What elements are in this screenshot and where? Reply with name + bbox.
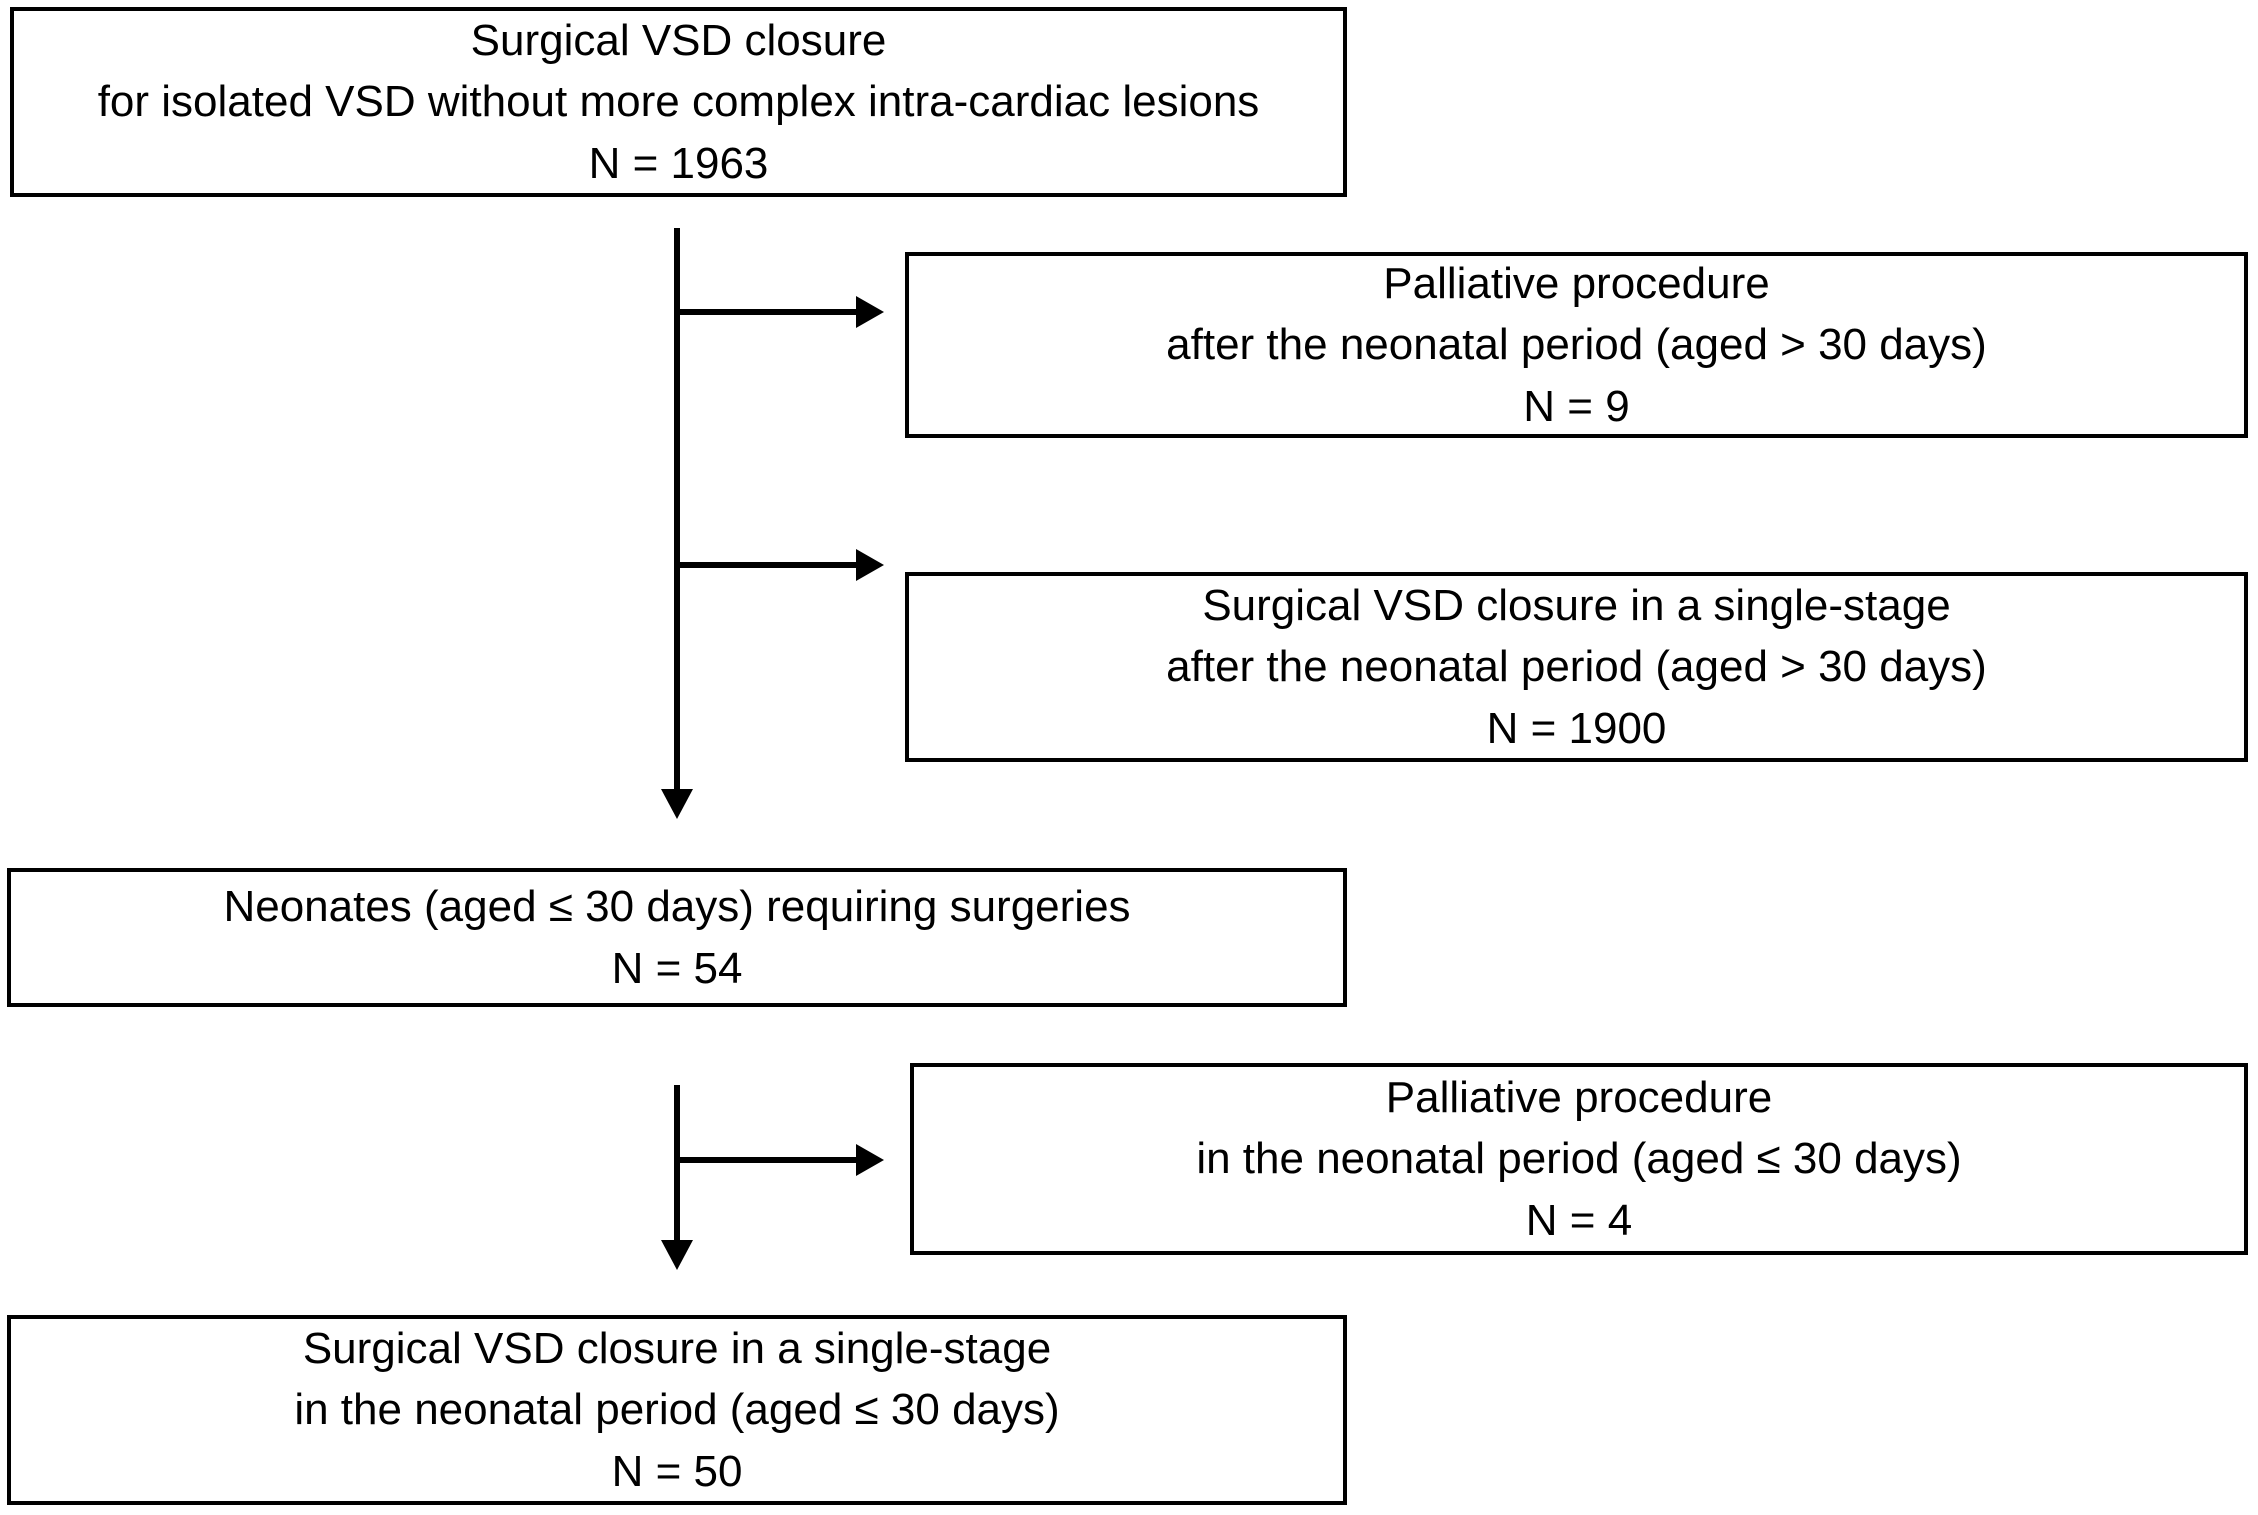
box-label-line: Surgical VSD closure in a single-stage [1202,580,1951,630]
arrow-to-single-stage-late [677,549,884,581]
box-count-line: N = 9 [1523,381,1630,431]
box-total-cohort: Surgical VSD closure for isolated VSD wi… [10,7,1347,197]
box-label-line: in the neonatal period (aged ≤ 30 days) [294,1385,1060,1435]
box-count-line: N = 1963 [588,138,769,188]
box-count-line: N = 54 [611,943,743,993]
box-count-line: N = 1900 [1486,703,1667,753]
box-label-line: Palliative procedure [1383,258,1770,308]
box-label-line: after the neonatal period (aged > 30 day… [1166,642,1987,692]
box-palliative-after-neonatal: Palliative procedure after the neonatal … [905,252,2248,438]
box-label-line: Surgical VSD closure [470,15,887,65]
box-label-line: Palliative procedure [1385,1072,1773,1122]
box-label-line: in the neonatal period (aged ≤ 30 days) [1196,1134,1962,1184]
box-count-line: N = 4 [1525,1195,1633,1245]
box-label-line: after the neonatal period (aged > 30 day… [1166,320,1987,370]
box-count-line: N = 50 [611,1446,743,1496]
arrow-neonates-to-single-stage-neo [661,1085,693,1270]
box-label-line: for isolated VSD without more complex in… [97,77,1260,127]
box-label-line: Surgical VSD closure in a single-stage [302,1323,1052,1373]
arrow-to-palliative-neo [677,1144,884,1176]
box-palliative-in-neonatal: Palliative procedure in the neonatal per… [910,1063,2248,1255]
box-single-stage-after-neonatal: Surgical VSD closure in a single-stage a… [905,572,2248,762]
arrow-to-palliative-late [677,296,884,328]
arrow-total-to-neonates [661,228,693,819]
box-single-stage-in-neonatal: Surgical VSD closure in a single-stage i… [7,1315,1347,1505]
box-neonates-requiring-surgeries: Neonates (aged ≤ 30 days) requiring surg… [7,868,1347,1007]
box-label-line: Neonates (aged ≤ 30 days) requiring surg… [223,881,1131,931]
